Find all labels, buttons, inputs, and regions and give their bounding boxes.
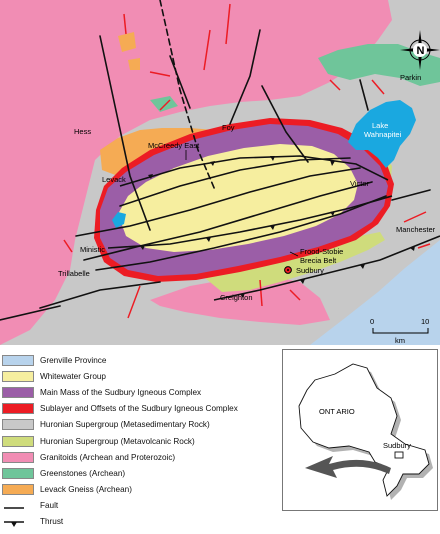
- label-frood-stobie: Frood-Stobie: [300, 247, 343, 256]
- ontario-shape: [298, 363, 430, 497]
- legend-label: Greenstones (Archean): [40, 468, 126, 478]
- greenstones-ne: [318, 44, 440, 86]
- legend-swatch: [2, 484, 34, 496]
- legend-item-grenville: Grenville Province: [0, 352, 275, 368]
- legend-item-granitoids: Granitoids (Archean and Proterozoic): [0, 449, 275, 465]
- legend-item-metavolcanic: Huronian Supergroup (Metavolcanic Rock): [0, 433, 275, 449]
- north-arrow-icon: N: [400, 30, 440, 70]
- north-label: N: [417, 45, 425, 57]
- legend-item-levack-gneiss: Levack Gneiss (Archean): [0, 482, 275, 498]
- inset-map: ONT ARIO Sudbury: [282, 349, 438, 511]
- levack-gneiss-small: [118, 32, 136, 52]
- legend-swatch: [2, 386, 34, 398]
- label-mccreedy-east: McCreedy East: [148, 141, 200, 150]
- fault-line-icon: [2, 500, 34, 511]
- legend-label: Whitewater Group: [40, 371, 106, 381]
- legend-swatch: [2, 403, 34, 415]
- legend-label: Levack Gneiss (Archean): [40, 485, 132, 495]
- faults: [0, 0, 431, 321]
- label-victor: Victor: [350, 179, 370, 188]
- legend-label-thrust: Thrust: [40, 517, 64, 527]
- legend-label: Grenville Province: [40, 355, 107, 365]
- label-wahnapitei: Wahnapitei: [364, 130, 402, 139]
- scale-bar: 0 10 km: [370, 317, 429, 345]
- label-creighton: Creighton: [220, 293, 253, 302]
- legend-label: Granitoids (Archean and Proterozoic): [40, 452, 176, 462]
- legend-label: Main Mass of the Sudbury Igneous Complex: [40, 387, 202, 397]
- offset-dykes: [63, 3, 431, 319]
- inset-city-label: Sudbury: [383, 441, 411, 450]
- label-foy: Foy: [222, 123, 235, 132]
- legend-label: Sublayer and Offsets of the Sudbury Igne…: [40, 404, 238, 414]
- legend-label: Huronian Supergroup (Metasedimentary Roc…: [40, 420, 210, 430]
- legend-item-sublayer: Sublayer and Offsets of the Sudbury Igne…: [0, 401, 275, 417]
- label-hess: Hess: [74, 127, 91, 136]
- scale-end: 10: [421, 317, 429, 326]
- label-parkin: Parkin: [400, 73, 421, 82]
- grenville-province: [310, 240, 440, 345]
- label-trillabelle: Trillabelle: [58, 269, 90, 278]
- scale-start: 0: [370, 317, 374, 326]
- thrust-teeth: [140, 156, 415, 298]
- label-brecia-belt: Brecia Belt: [300, 256, 337, 265]
- whitewater-group: [118, 144, 358, 252]
- legend-label: Huronian Supergroup (Metavolcanic Rock): [40, 436, 195, 446]
- legend-item-fault: Fault: [0, 498, 275, 514]
- granitoids-south: [150, 276, 330, 325]
- lake-wahnapitei: [348, 100, 416, 168]
- label-ministic: Ministic: [80, 245, 105, 254]
- legend-item-thrust: Thrust: [0, 514, 275, 530]
- legend-swatch: [2, 370, 34, 382]
- granitoids-north: [0, 0, 392, 345]
- label-manchester: Manchester: [396, 225, 436, 234]
- lake-small-w: [112, 212, 126, 228]
- levack-gneiss-small2: [128, 58, 140, 70]
- legend-label-fault: Fault: [40, 501, 59, 511]
- legend-item-whitewater: Whitewater Group: [0, 368, 275, 384]
- metavolcanic-s: [205, 232, 385, 292]
- label-sudbury: Sudbury: [296, 266, 324, 275]
- label-lake: Lake: [372, 121, 388, 130]
- legend-swatch: [2, 435, 34, 447]
- legend-item-main-mass: Main Mass of the Sudbury Igneous Complex: [0, 384, 275, 400]
- legend-item-metasedimentary: Huronian Supergroup (Metasedimentary Roc…: [0, 417, 275, 433]
- map-legend: Grenville Province Whitewater Group Main…: [0, 352, 275, 530]
- greenstones-n: [150, 96, 178, 112]
- legend-item-greenstones: Greenstones (Archean): [0, 465, 275, 481]
- thrust-line-icon: [2, 516, 34, 528]
- scale-unit: km: [395, 336, 405, 345]
- legend-swatch: [2, 451, 34, 463]
- legend-swatch: [2, 467, 34, 479]
- label-levack: Levack: [102, 175, 126, 184]
- inset-arrow-icon: [305, 456, 391, 478]
- inset-province-label: ONT ARIO: [319, 407, 355, 416]
- geologic-map: Parkin Hess Foy McCreedy East Lake Wahna…: [0, 0, 440, 345]
- legend-swatch: [2, 354, 34, 366]
- legend-swatch: [2, 419, 34, 431]
- frood-arrow: [289, 251, 299, 257]
- sudbury-inset-box: [394, 451, 404, 459]
